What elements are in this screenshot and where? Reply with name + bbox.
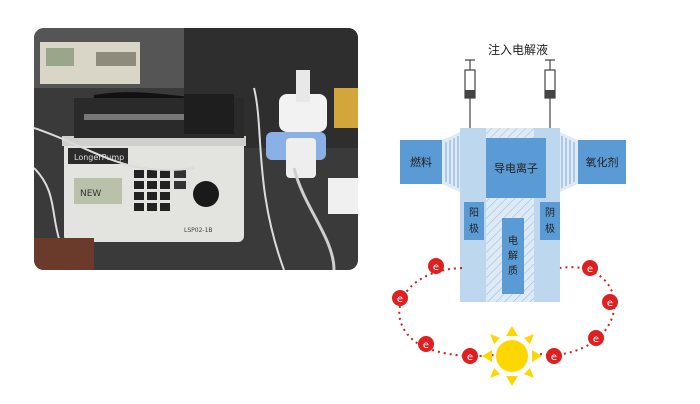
electrolyte-label-3: 质: [508, 265, 518, 277]
sample-holder: [279, 94, 327, 132]
cathode-block: [540, 202, 560, 240]
pump-screen-text: NEW: [80, 189, 101, 199]
ion-label: 导电离子: [494, 161, 538, 175]
svg-text:e: e: [423, 340, 429, 351]
pump-model: LSP02-1B: [184, 227, 213, 234]
cathode-label-2: 极: [545, 222, 555, 235]
electron-icon: e: [588, 330, 604, 346]
cathode-label-1: 阴: [545, 207, 555, 219]
pump-brand: LongerPump: [74, 153, 124, 162]
anode-label-1: 阳: [469, 207, 479, 219]
svg-text:e: e: [551, 352, 557, 363]
svg-text:e: e: [467, 352, 473, 363]
electrolyte-label-1: 电: [508, 234, 518, 247]
oxidant-inlet-icon: [560, 132, 578, 192]
anode-label-2: 极: [469, 222, 479, 235]
electron-icon: e: [602, 294, 618, 310]
syringe-pump-photo: LongerPump NEW LSP02-1B: [34, 28, 358, 270]
electron-icon: e: [462, 348, 478, 364]
electron-icon: e: [418, 336, 434, 352]
syringe-left-icon: [464, 59, 476, 128]
anode-block: [464, 202, 484, 240]
syringe-right-icon: [544, 59, 556, 128]
pump-keypad: [134, 170, 186, 211]
fuel-label: 燃料: [410, 155, 432, 169]
electron-icon: e: [392, 290, 408, 306]
electron-icon: e: [546, 348, 562, 364]
svg-text:e: e: [397, 294, 403, 305]
electron-icon: e: [582, 260, 598, 276]
ion-block: [486, 138, 546, 198]
svg-text:e: e: [587, 264, 593, 275]
fuel-inlet-icon: [442, 132, 460, 192]
electrolyte-block: [502, 218, 524, 294]
electron-icon: e: [428, 258, 444, 274]
svg-text:e: e: [607, 298, 613, 309]
svg-text:e: e: [593, 334, 599, 345]
sun-icon: [482, 326, 542, 386]
oxidant-block: [578, 140, 626, 184]
pump-knob: [193, 181, 219, 207]
svg-text:e: e: [433, 262, 439, 273]
electrolyte-label-2: 解: [508, 249, 518, 262]
injection-label: 注入电解液: [488, 42, 548, 57]
oxidant-label: 氧化剂: [586, 155, 619, 169]
lab-photo: LongerPump NEW LSP02-1B: [34, 28, 358, 270]
pump-screen: [74, 178, 122, 204]
fuel-block: [400, 140, 442, 184]
